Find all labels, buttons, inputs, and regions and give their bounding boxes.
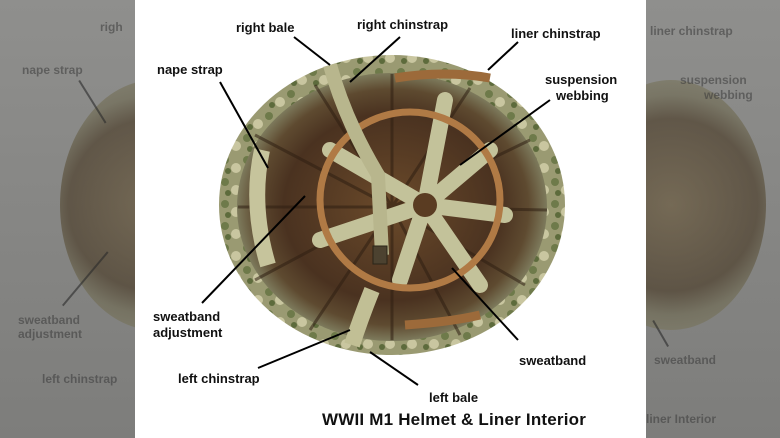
right-blur-panel: liner chinstrap suspension webbing sweat…	[646, 0, 780, 438]
ghost-label: liner Interior	[646, 412, 717, 426]
liner-chinstrap-strap	[404, 310, 482, 330]
sweatband-ring	[316, 108, 504, 292]
webbing-center	[413, 193, 437, 217]
ghost-label: suspension	[680, 73, 747, 87]
ghost-label: webbing	[704, 88, 753, 102]
label-sweatband: sweatband	[519, 353, 587, 368]
left-chinstrap-strap	[344, 287, 380, 348]
label-sweatband-adjustment-line1: sweatband	[153, 309, 221, 324]
label-suspension-webbing-line1: suspension	[545, 72, 618, 87]
ghost-label: righ	[100, 20, 123, 34]
right-chinstrap-strap	[323, 63, 389, 256]
leader-left-chinstrap	[257, 329, 351, 369]
label-sweatband-adjustment-line2: adjustment	[153, 325, 223, 340]
label-left-chinstrap: left chinstrap	[178, 371, 260, 386]
ghost-label: sweatband	[18, 313, 81, 327]
leader-right-bale	[293, 36, 331, 66]
label-left-bale: left bale	[429, 390, 479, 405]
nape-strap	[249, 148, 276, 268]
left-blur-panel: righ nape strap sweatband adjustment lef…	[0, 0, 135, 438]
diagram-title: WWII M1 Helmet & Liner Interior	[322, 410, 587, 429]
leader-suspension-webbing	[459, 99, 551, 166]
leader-left-bale	[369, 351, 419, 386]
ghost-label: nape strap	[22, 63, 83, 77]
label-right-chinstrap: right chinstrap	[357, 17, 449, 32]
ghost-label: left chinstrap	[42, 372, 118, 386]
label-nape-strap: nape strap	[157, 62, 223, 77]
leader-sweatband-adjustment	[201, 195, 306, 304]
adjustment-buckle	[372, 245, 388, 265]
leader-lines	[201, 36, 551, 386]
leader-right-chinstrap	[349, 36, 401, 83]
label-right-bale: right bale	[236, 20, 295, 35]
liner-chinstrap-strap	[394, 69, 491, 83]
leader-sweatband	[451, 267, 519, 341]
leader-liner-chinstrap	[487, 41, 519, 71]
label-liner-chinstrap: liner chinstrap	[511, 26, 601, 41]
ghost-label: adjustment	[18, 327, 83, 341]
ghost-label: sweatband	[654, 353, 717, 367]
ghost-label: liner chinstrap	[650, 24, 733, 38]
leader-nape-strap	[219, 81, 269, 169]
label-suspension-webbing-line2: webbing	[556, 88, 609, 103]
